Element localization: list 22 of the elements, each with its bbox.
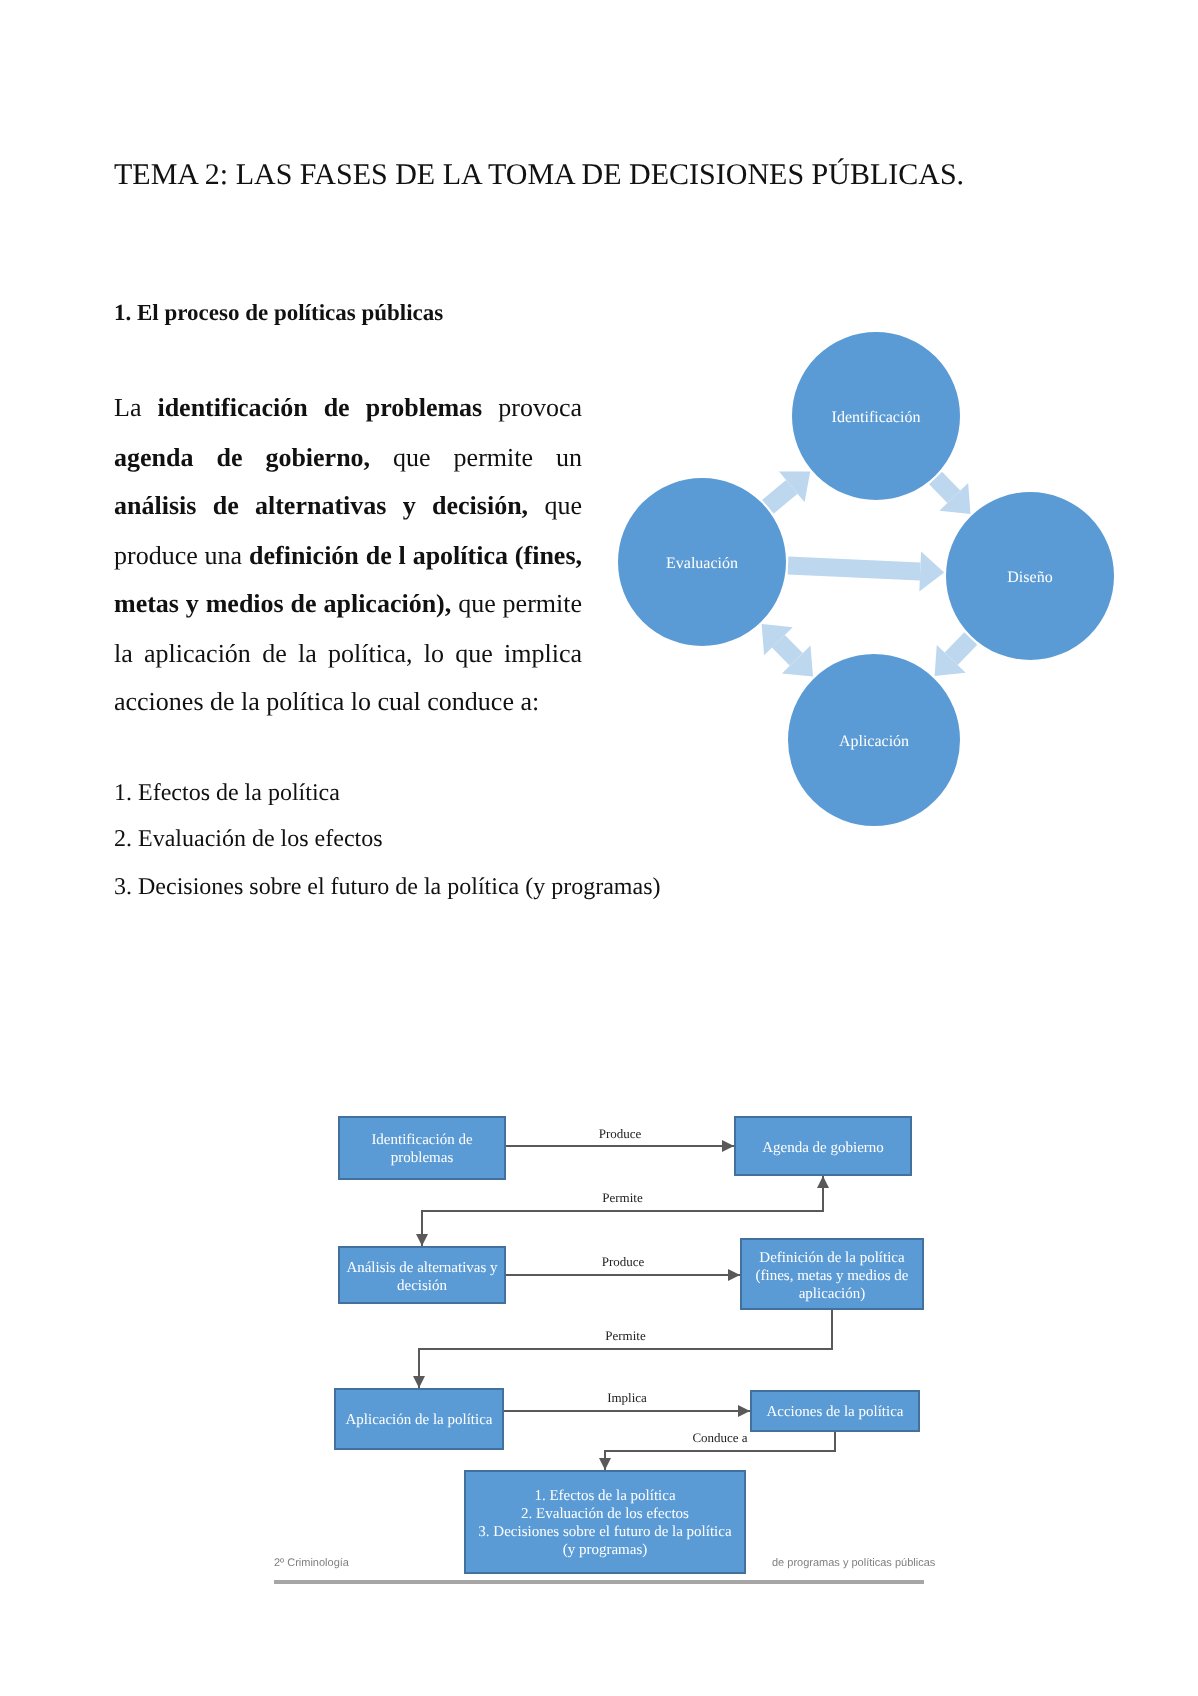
page-title: TEMA 2: LAS FASES DE LA TOMA DE DECISIONES PÚBLICAS. (114, 158, 965, 194)
body-paragraph: La identificación de problemas provoca agenda de gobierno, que permite un análisis de alternativas y decisión, que produce una definición de l apolítica (fines, metas y medios de aplicación), que permite la aplicación de la política, lo que implica acciones de la política lo cual conduce a: (114, 390, 582, 720)
block-arrow (929, 471, 971, 515)
list-item: 2. Evaluación de los efectos (114, 824, 383, 854)
phase-circle: Aplicación (786, 652, 962, 828)
block-arrow (761, 624, 813, 677)
connector-arrow (505, 1140, 735, 1152)
connector-arrow (503, 1405, 751, 1417)
process-box (464, 1470, 746, 1574)
connector-arrow (599, 1431, 836, 1471)
phase-circle: Identificación (790, 330, 962, 502)
block-arrow (787, 551, 945, 592)
block-arrow (934, 632, 978, 677)
connector-arrow (413, 1309, 833, 1389)
list-item: 3. Decisiones sobre el futuro de la política (y programas) (114, 872, 661, 902)
connector-arrow (416, 1175, 829, 1247)
phase-circle: Evaluación (616, 476, 788, 648)
list-item: 1. Efectos de la política (114, 778, 340, 808)
section-heading: 1. El proceso de políticas públicas (114, 300, 444, 328)
connector-arrow (505, 1269, 741, 1281)
block-arrow (762, 471, 811, 514)
phase-circle: Diseño (944, 490, 1116, 662)
